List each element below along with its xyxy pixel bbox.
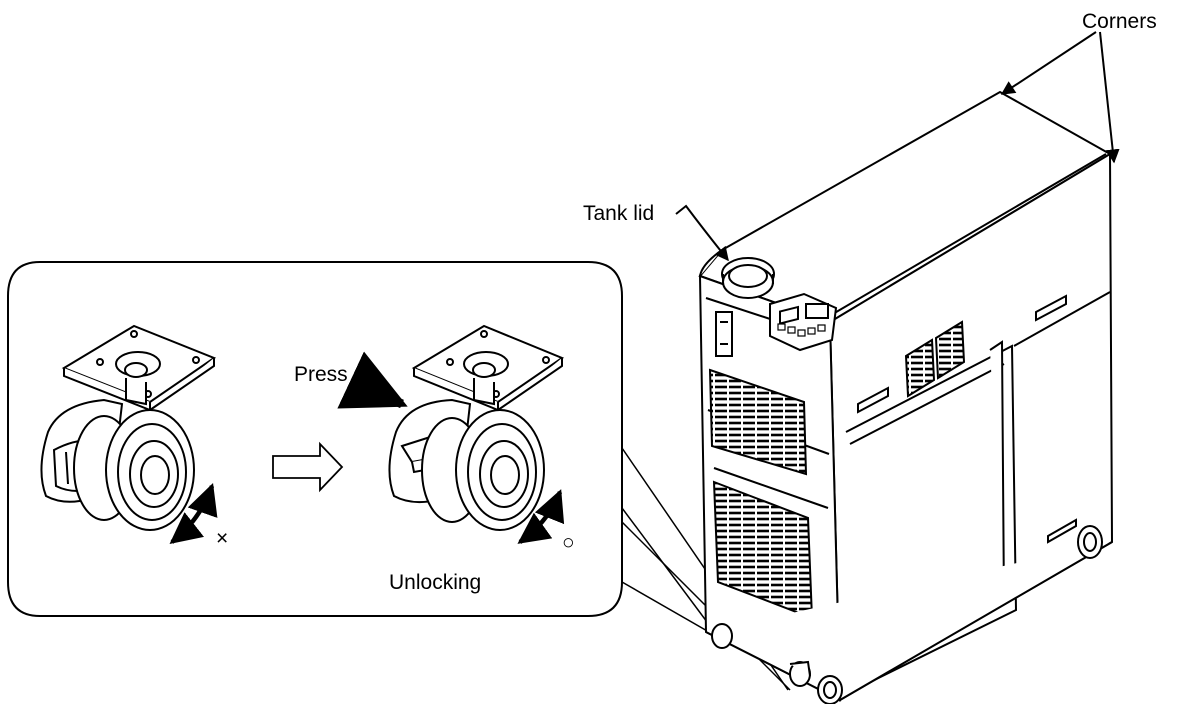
press-arrow — [337, 351, 408, 409]
chiller-unit-drawing — [698, 90, 1114, 704]
unlocking-label: Unlocking — [389, 571, 481, 594]
tank-lid-label: Tank lid — [583, 202, 654, 225]
transition-arrow-icon — [272, 441, 344, 493]
corners-label: Corners — [1082, 10, 1157, 33]
corner-arrow-right — [1099, 31, 1120, 164]
locked-caster-drawing — [40, 324, 217, 531]
blocked-rotation-arrow — [169, 483, 218, 544]
tank-lid-arrow — [675, 204, 729, 262]
locked-mark: × — [216, 527, 228, 550]
free-rotation-arrow — [517, 489, 565, 544]
unlocked-mark: ○ — [562, 531, 575, 554]
press-label: Press — [294, 363, 348, 386]
corner-arrow-left — [1000, 31, 1097, 95]
